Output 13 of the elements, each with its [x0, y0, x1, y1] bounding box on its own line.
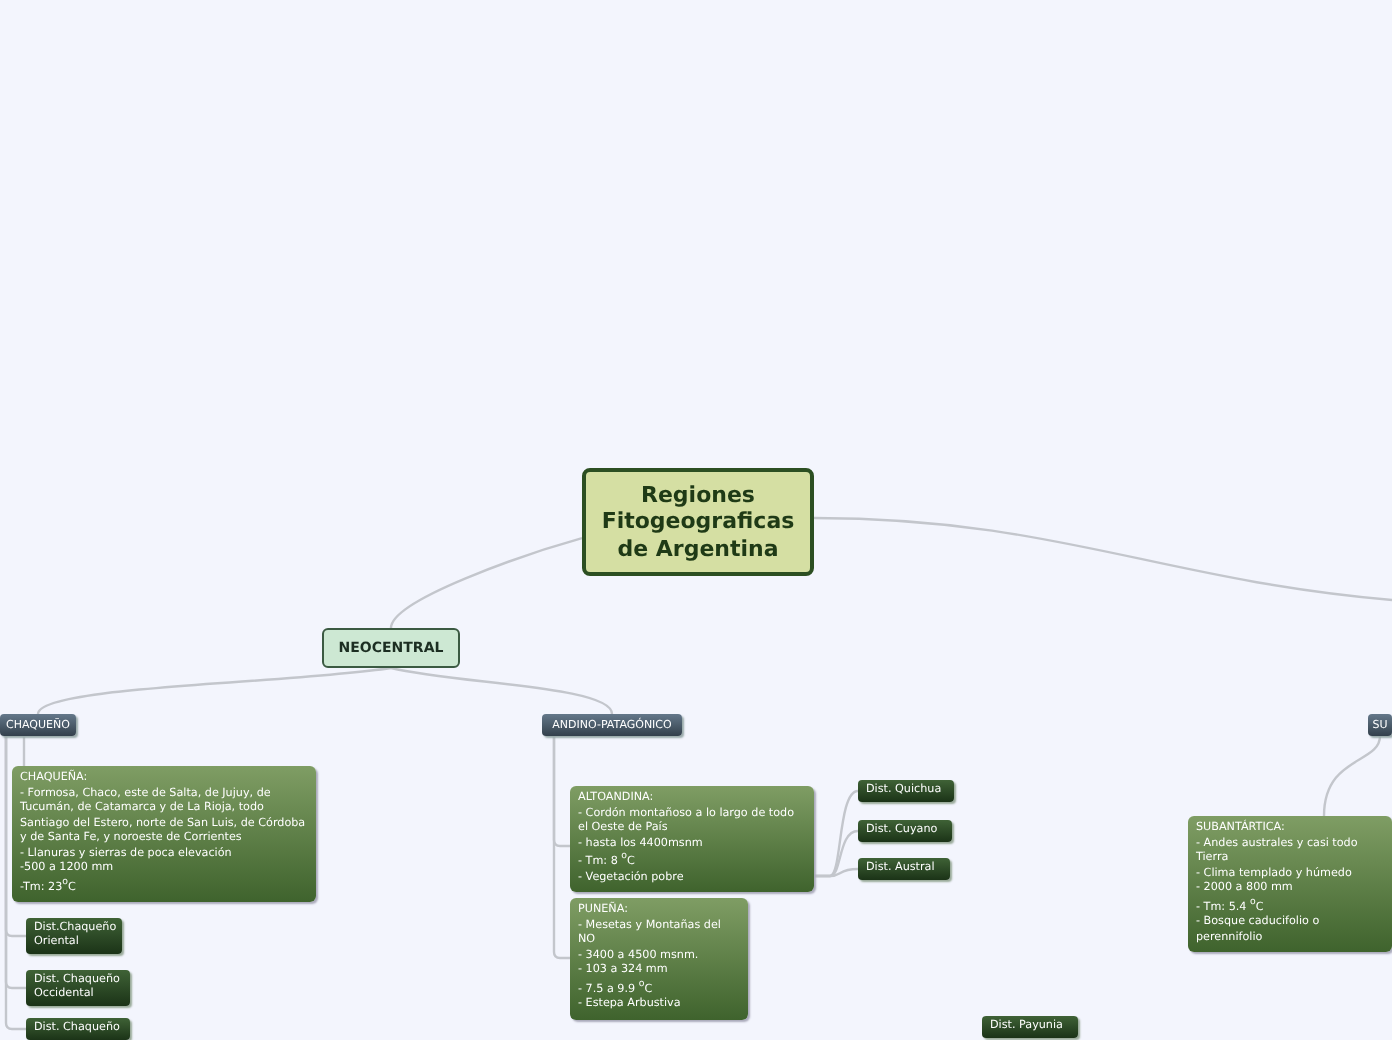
connector-line [390, 666, 614, 715]
info-card [1188, 816, 1392, 953]
connector-line [389, 537, 583, 629]
connector-line [552, 736, 570, 960]
info-card [570, 898, 748, 1020]
connector-line [22, 736, 26, 766]
connector-line [1322, 735, 1382, 817]
connector-line [813, 516, 1392, 602]
connector-line [37, 666, 392, 715]
info-card [570, 786, 814, 893]
info-card [12, 766, 316, 903]
title-box: Regiones Fitogeograficas de Argentina [582, 468, 814, 576]
connector-line [814, 867, 859, 878]
